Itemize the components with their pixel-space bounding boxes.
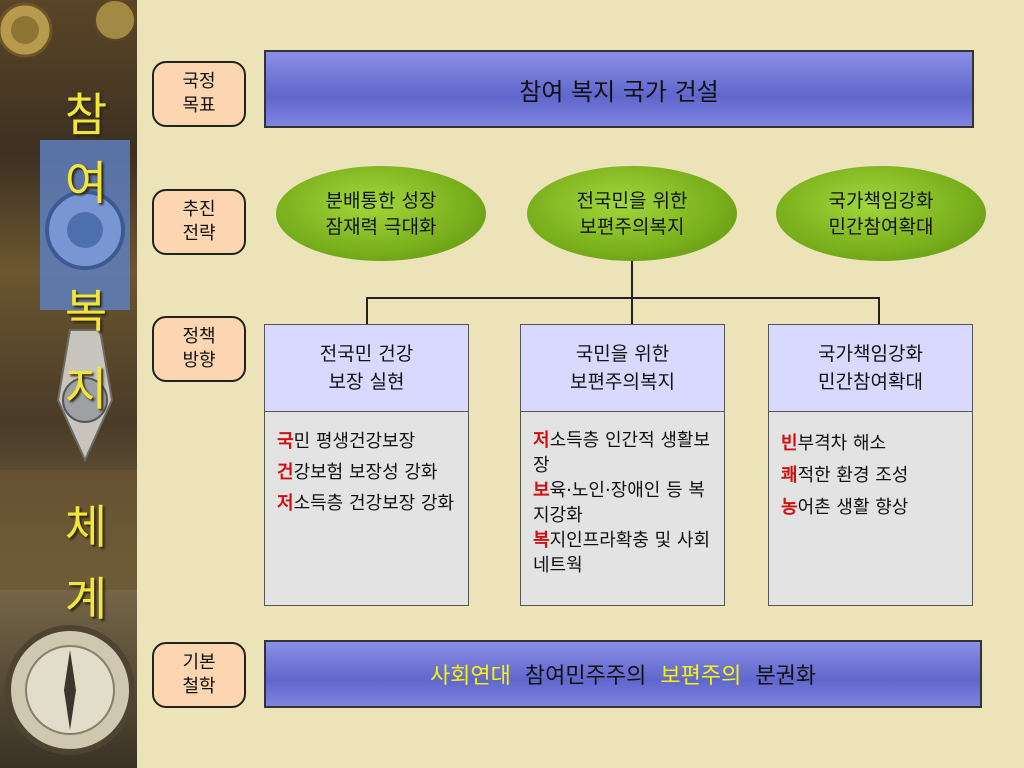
connector-line	[366, 297, 368, 325]
label-strategy: 추진 전략	[152, 189, 246, 255]
policy-item-lead: 복	[533, 530, 550, 551]
policy-box-header: 전국민 건강 보장 실현	[265, 325, 468, 412]
policy-item-lead: 쾌	[781, 465, 798, 486]
policy-box-body: 국민 평생건강보장 건강보험 보장성 강화 저소득층 건강보장 강화	[265, 412, 468, 523]
policy-item-lead: 건	[277, 462, 294, 483]
label-line: 국정	[182, 71, 216, 92]
strategy-line: 분배통한 성장	[325, 189, 437, 212]
policy-item-lead: 국	[277, 431, 294, 452]
connector-line	[631, 261, 633, 299]
policy-box-header: 국민을 위한 보편주의복지	[521, 325, 724, 412]
side-title-char: 계	[64, 572, 108, 626]
label-policy-direction: 정책 방향	[152, 316, 246, 382]
side-title-char: 여	[64, 156, 108, 210]
strategy-line: 보편주의복지	[579, 215, 685, 238]
label-line: 기본	[182, 652, 216, 673]
policy-head-line: 보편주의복지	[570, 371, 675, 393]
policy-item: 농어촌 생활 향상	[781, 492, 966, 524]
policy-head-line: 민간참여확대	[818, 371, 923, 393]
connector-line	[878, 297, 880, 325]
strategy-oval: 전국민을 위한 보편주의복지	[527, 166, 737, 261]
philosophy-banner: 사회연대 참여민주주의 보편주의 분권화	[264, 640, 982, 708]
label-line: 철학	[182, 676, 216, 697]
policy-item-text: 소득층 건강보장 강화	[293, 493, 455, 514]
policy-box: 국민을 위한 보편주의복지 저소득층 인간적 생활보장 보육·노인·장애인 등 …	[520, 324, 725, 606]
goal-banner: 참여 복지 국가 건설	[264, 50, 974, 128]
label-line: 전략	[182, 223, 216, 244]
strategy-line: 잠재력 극대화	[325, 215, 437, 238]
policy-box-body: 빈부격차 해소 쾌적한 환경 조성 농어촌 생활 향상	[769, 412, 972, 530]
policy-item: 건강보험 보장성 강화	[277, 459, 462, 486]
label-line: 추진	[182, 199, 216, 220]
side-title-char: 복	[64, 284, 108, 338]
label-line: 목표	[182, 95, 216, 116]
medal-collage-image	[0, 0, 137, 755]
strategy-line: 민간참여확대	[828, 215, 934, 238]
policy-item: 국민 평생건강보장	[277, 428, 462, 455]
policy-item-text: 강보험 보장성 강화	[293, 462, 438, 483]
strategy-oval: 분배통한 성장 잠재력 극대화	[276, 166, 486, 261]
policy-item-text: 육·노인·장애인 등 복지강화	[533, 480, 705, 526]
policy-item: 빈부격차 해소	[781, 428, 966, 460]
policy-item: 복지인프라확충 및 사회 네트웍	[533, 528, 718, 578]
policy-item-lead: 농	[781, 497, 798, 518]
side-title-char: 참	[64, 88, 108, 142]
policy-box-body: 저소득층 인간적 생활보장 보육·노인·장애인 등 복지강화 복지인프라확충 및…	[521, 412, 724, 584]
policy-head-line: 국가책임강화	[818, 343, 923, 365]
policy-item-text: 소득층 인간적 생활보장	[533, 430, 711, 476]
policy-head-line: 전국민 건강	[319, 343, 414, 365]
policy-item-text: 민 평생건강보장	[293, 431, 416, 452]
policy-item: 보육·노인·장애인 등 복지강화	[533, 478, 718, 528]
philosophy-word: 보편주의	[660, 664, 742, 689]
goal-text: 참여 복지 국가 건설	[519, 77, 719, 106]
policy-head-line: 보장 실현	[328, 371, 405, 393]
connector-line	[366, 297, 880, 299]
policy-item-text: 어촌 생활 향상	[797, 497, 909, 518]
policy-head-line: 국민을 위한	[575, 343, 670, 365]
policy-item-lead: 빈	[781, 433, 798, 454]
policy-item-text: 적한 환경 조성	[797, 465, 909, 486]
policy-item: 저소득층 건강보장 강화	[277, 490, 462, 517]
strategy-oval: 국가책임강화 민간참여확대	[776, 166, 986, 261]
label-line: 정책	[182, 326, 216, 347]
decorative-sidebar: 참 여 복 지 체 계	[0, 0, 137, 768]
label-line: 방향	[182, 350, 216, 371]
side-title-char: 체	[64, 500, 108, 554]
policy-item-lead: 저	[533, 430, 550, 451]
policy-item: 쾌적한 환경 조성	[781, 460, 966, 492]
label-basic-philosophy: 기본 철학	[152, 642, 246, 708]
label-national-goal: 국정 목표	[152, 61, 246, 127]
policy-item-text: 부격차 해소	[797, 433, 887, 454]
policy-item-lead: 저	[277, 493, 294, 514]
policy-item-lead: 보	[533, 480, 550, 501]
connector-line	[631, 297, 633, 325]
policy-box-header: 국가책임강화 민간참여확대	[769, 325, 972, 412]
philosophy-word: 참여민주주의	[524, 664, 647, 689]
strategy-line: 국가책임강화	[828, 189, 934, 212]
philosophy-word: 사회연대	[429, 664, 511, 689]
strategy-line: 전국민을 위한	[576, 189, 688, 212]
policy-item-text: 지인프라확충 및 사회 네트웍	[533, 530, 711, 576]
policy-item: 저소득층 인간적 생활보장	[533, 428, 718, 478]
policy-box: 전국민 건강 보장 실현 국민 평생건강보장 건강보험 보장성 강화 저소득층 …	[264, 324, 469, 606]
side-title-char: 지	[64, 362, 108, 416]
policy-box: 국가책임강화 민간참여확대 빈부격차 해소 쾌적한 환경 조성 농어촌 생활 향…	[768, 324, 973, 606]
philosophy-word: 분권화	[755, 664, 817, 689]
